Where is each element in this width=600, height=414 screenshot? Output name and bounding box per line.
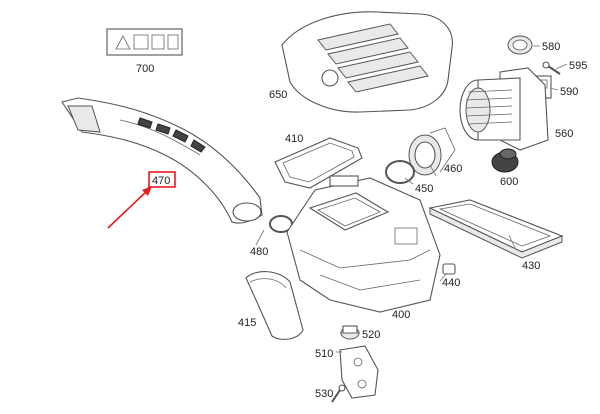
- highlight-callout-470: [107, 171, 176, 229]
- warning-label-part-700: [106, 28, 183, 56]
- engine-cover-part-650: [281, 11, 453, 113]
- label-part-470: 470: [152, 175, 170, 187]
- label-part-650: 650: [269, 89, 287, 101]
- screw-part-530: [331, 384, 346, 403]
- air-duct-part-415: [245, 271, 304, 340]
- air-mass-meter-part-560: [459, 67, 549, 151]
- label-part-400: 400: [392, 309, 410, 321]
- filter-element-part-460: [408, 127, 456, 176]
- label-part-480: 480: [250, 246, 268, 258]
- grommet-part-440: [442, 263, 456, 275]
- screw-part-595: [542, 61, 561, 75]
- seal-ring-part-450: [385, 160, 415, 184]
- air-filter-housing-part-400: [286, 175, 441, 313]
- label-part-510: 510: [315, 348, 333, 360]
- label-part-415: 415: [238, 317, 256, 329]
- label-part-700: 700: [136, 63, 154, 75]
- bracket-part-510: [339, 345, 379, 399]
- highlight-box: [148, 171, 176, 188]
- label-part-460: 460: [444, 163, 462, 175]
- label-part-520: 520: [362, 329, 380, 341]
- label-part-560: 560: [555, 128, 573, 140]
- label-part-440: 440: [442, 277, 460, 289]
- panel-air-filter-part-430: [428, 199, 564, 259]
- rubber-cap-part-600: [491, 148, 519, 173]
- intake-air-duct-part-470: [61, 97, 263, 224]
- gasket-part-410: [274, 137, 363, 189]
- label-part-590: 590: [560, 86, 578, 98]
- label-part-595: 595: [569, 60, 587, 72]
- clamp-ring-part-580: [507, 35, 533, 55]
- label-part-530: 530: [315, 388, 333, 400]
- label-part-450: 450: [415, 183, 433, 195]
- leader-lines: [255, 45, 568, 353]
- label-part-410: 410: [285, 133, 303, 145]
- highlight-arrow: [107, 189, 149, 229]
- label-part-580: 580: [542, 41, 560, 53]
- label-part-600: 600: [500, 176, 518, 188]
- highlight-arrowhead: [142, 186, 152, 196]
- label-part-430: 430: [522, 260, 540, 272]
- rubber-mount-part-520: [340, 325, 360, 340]
